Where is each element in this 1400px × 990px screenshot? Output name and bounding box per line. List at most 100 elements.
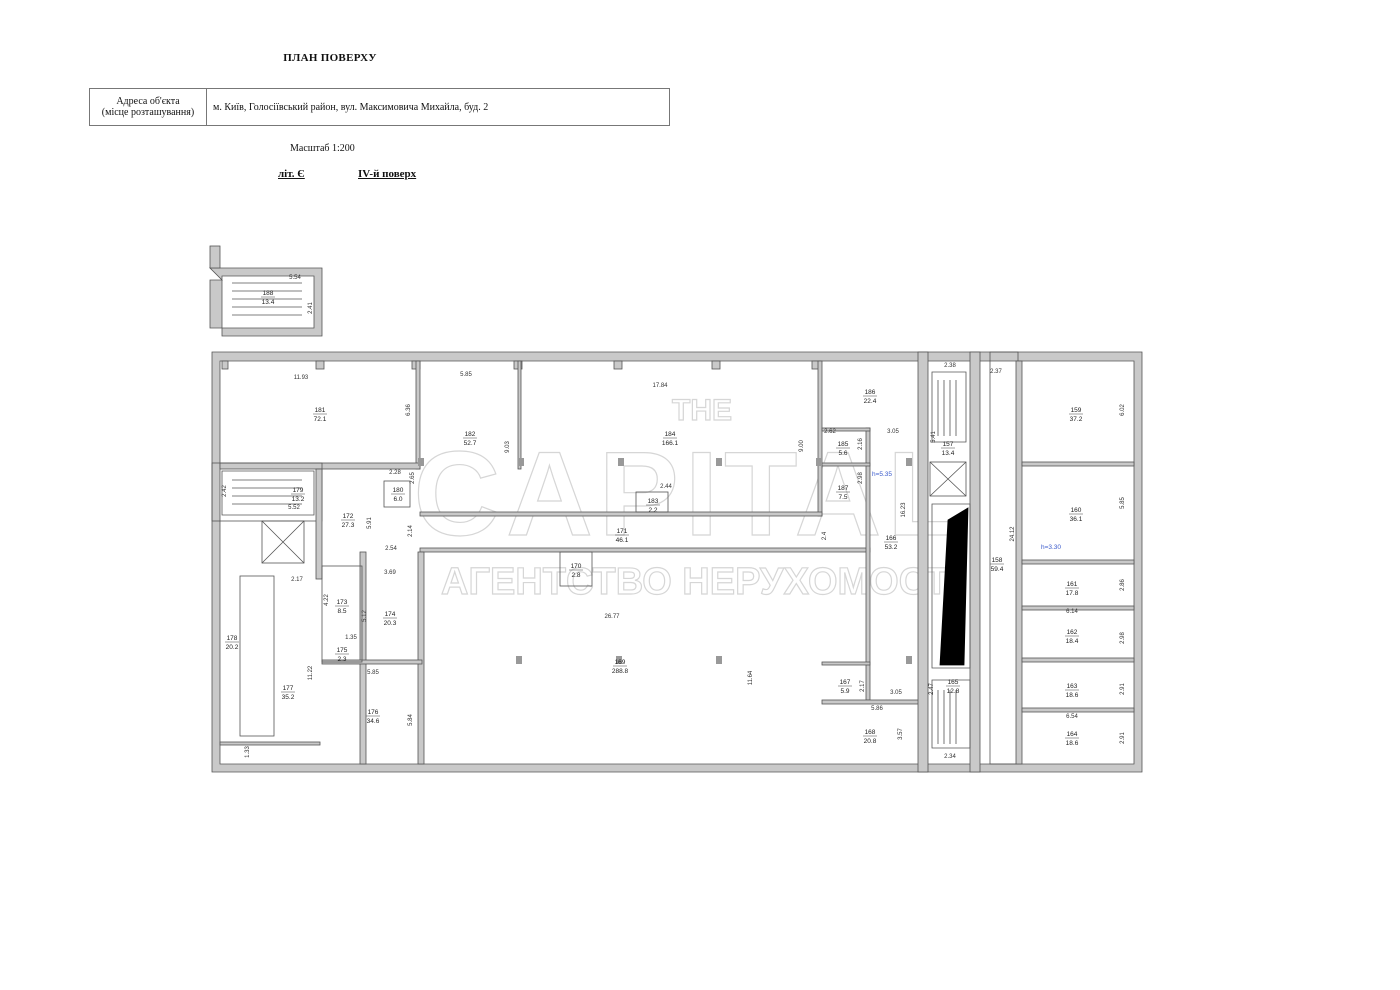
room-number: 170: [571, 563, 582, 570]
room-number: 166: [886, 535, 897, 542]
room-number: 180: [393, 487, 404, 494]
ceiling-height-label: h=5.35: [872, 471, 892, 478]
room-area: 20.3: [384, 620, 397, 627]
room-area: 8.5: [337, 608, 346, 615]
room-area: 2.8: [571, 572, 580, 579]
room-area: 46.1: [616, 537, 629, 544]
room-number: 188: [263, 290, 274, 297]
room-number: 182: [465, 431, 476, 438]
room-number: 174: [385, 611, 396, 618]
dimension-label: 2.16: [858, 438, 864, 450]
room-area: 35.2: [282, 694, 295, 701]
dimension-label: 6.54: [1066, 714, 1078, 720]
room-number: 173: [337, 599, 348, 606]
room-area: 53.2: [885, 544, 898, 551]
floor-label: IV-й поверх: [358, 168, 417, 180]
room-number: 163: [1067, 683, 1078, 690]
room-number: 184: [665, 431, 676, 438]
dimension-label: 5.85: [367, 670, 379, 676]
dimension-label: 11.22: [308, 665, 314, 680]
room-area: 52.7: [464, 440, 477, 447]
room-number: 169: [615, 659, 626, 666]
room-number: 176: [368, 709, 379, 716]
dimension-label: 2.37: [990, 369, 1002, 375]
dimension-label: 2.34: [944, 754, 956, 760]
dimension-label: 2.98: [858, 472, 864, 484]
dimension-label: 4.22: [324, 594, 330, 606]
room-area: 22.4: [864, 398, 877, 405]
room-area: 5.6: [838, 450, 847, 457]
room-number: 177: [283, 685, 294, 692]
room-area: 166.1: [662, 440, 679, 447]
dimension-label: 3.05: [887, 429, 899, 435]
room-area: 59.4: [991, 566, 1004, 573]
dimension-label: 1.33: [245, 746, 251, 758]
dimension-label: 5.86: [871, 706, 883, 712]
room-number: 175: [337, 647, 348, 654]
room-area: 13.4: [942, 450, 955, 457]
room-area: 27.3: [342, 522, 355, 529]
dimension-label: 1.35: [345, 635, 357, 641]
dimension-label: 2.62: [824, 429, 836, 435]
room-area: 20.2: [226, 644, 239, 651]
room-number: 162: [1067, 629, 1078, 636]
dimension-label: 2.44: [660, 484, 672, 490]
dimension-label: 5.91: [367, 517, 373, 529]
room-number: 158: [992, 557, 1003, 564]
watermark-line2: CAPITAL: [413, 427, 966, 561]
room-area: 288.8: [612, 668, 629, 675]
lit-label: літ. Є: [278, 168, 305, 180]
scale-label: Масштаб 1:200: [290, 143, 355, 154]
dimension-label: 2.86: [1120, 579, 1126, 591]
room-number: 167: [840, 679, 851, 686]
room-number: 160: [1071, 507, 1082, 514]
dimension-label: 6.02: [1120, 404, 1126, 416]
height-labels: h=5.35 h=3.30: [872, 471, 1061, 551]
room-area: 2.2: [648, 507, 657, 514]
dimension-label: 2.47: [929, 683, 935, 695]
room-area: 6.0: [393, 496, 402, 503]
room-area: 13.4: [262, 299, 275, 306]
room-number: 165: [948, 679, 959, 686]
ceiling-height-label: h=3.30: [1041, 544, 1061, 551]
room-number: 157: [943, 441, 954, 448]
dimension-label: 5.52: [288, 505, 300, 511]
dimension-label: 5.54: [289, 275, 301, 281]
watermark-line3: АГЕНТСТВО НЕРУХОМОСТІ: [441, 561, 959, 603]
dimension-label: 5.85: [1120, 497, 1126, 509]
dimension-label: 5.41: [931, 431, 937, 443]
address-label-line1: Адреса об'єкта: [116, 96, 180, 107]
dimension-label: 5.84: [408, 714, 414, 726]
dimension-label: 26.77: [604, 614, 620, 620]
dimension-label: 2.91: [1120, 683, 1126, 695]
dimension-label: 9.00: [799, 440, 805, 452]
dimension-label: 5.85: [460, 372, 472, 378]
dimension-label: 6.14: [1066, 609, 1078, 615]
room-area: 17.8: [1066, 590, 1079, 597]
room-number: 185: [838, 441, 849, 448]
dimension-label: 2.17: [860, 680, 866, 692]
columns: [418, 458, 912, 664]
room-area: 18.6: [1066, 692, 1079, 699]
dimension-label: 2.42: [222, 485, 228, 497]
page-title: ПЛАН ПОВЕРХУ: [283, 52, 377, 64]
dimension-label: 2.17: [291, 577, 303, 583]
dimension-label: 11.64: [748, 670, 754, 685]
dimension-label: 2.38: [944, 363, 956, 369]
address-label-line2: (місце розташування): [101, 107, 195, 118]
dimension-label: 3.57: [898, 728, 904, 740]
dimension-label: 2.65: [410, 472, 416, 484]
room-number: 171: [617, 528, 628, 535]
room-number: 187: [838, 485, 849, 492]
dimension-label: 24.12: [1010, 526, 1016, 542]
room-area: 72.1: [314, 416, 327, 423]
room-number: 168: [865, 729, 876, 736]
room-area: 12.8: [947, 688, 960, 695]
room-area: 36.1: [1070, 516, 1083, 523]
dimension-label: 5.12: [362, 610, 368, 622]
room-area: 20.8: [864, 738, 877, 745]
dimension-label: 17.84: [652, 383, 668, 389]
watermark-line1: THE: [672, 394, 732, 427]
dimension-label: 6.36: [406, 404, 412, 416]
